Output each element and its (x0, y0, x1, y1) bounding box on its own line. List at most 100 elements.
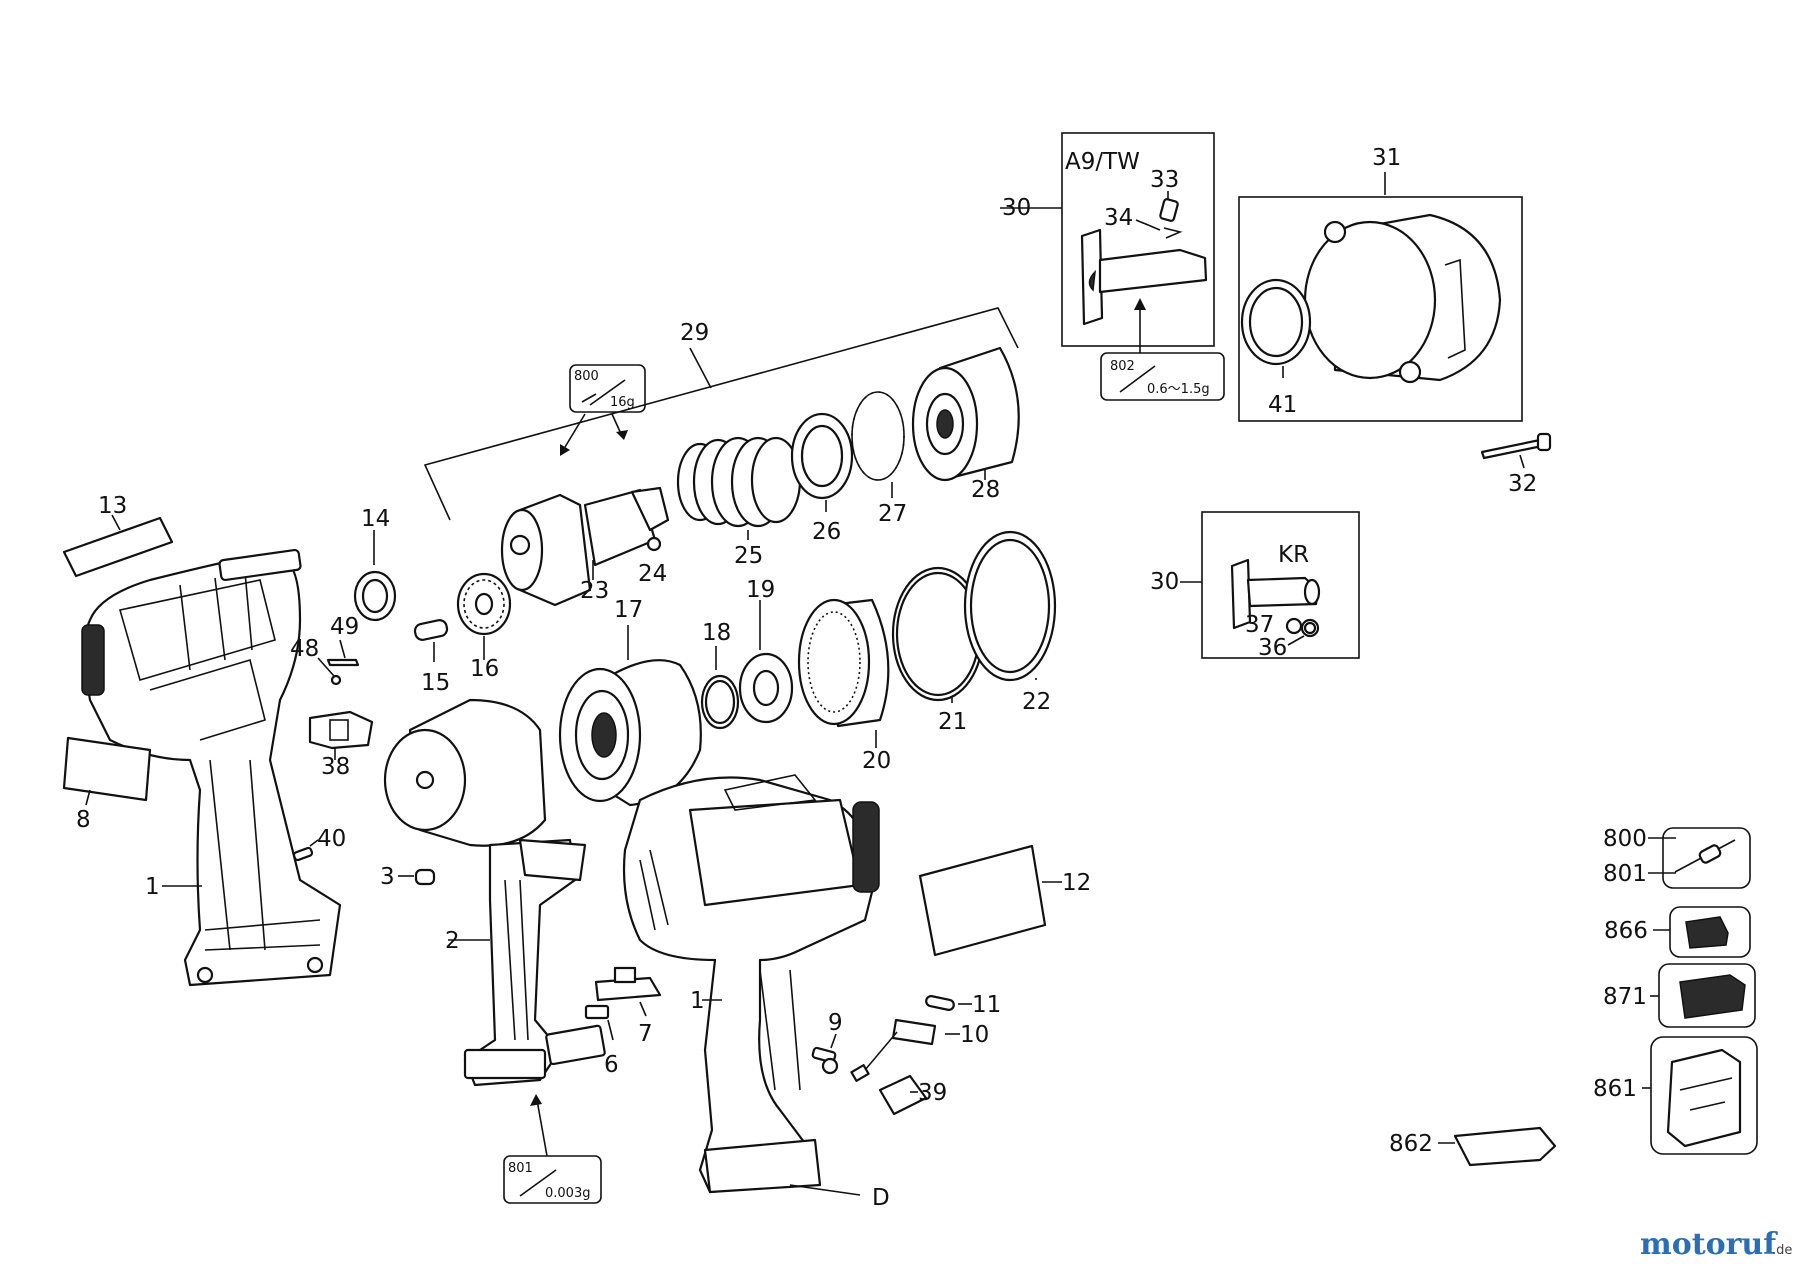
callout-871: 871 (1603, 984, 1647, 1010)
callout-14: 14 (361, 506, 390, 532)
anvil-30-a9tw (1080, 228, 1208, 326)
callout-31: 31 (1372, 145, 1401, 171)
screw-32 (1480, 432, 1552, 460)
callout-3: 3 (380, 864, 395, 890)
gearcase-31 (1303, 213, 1502, 384)
clip-10 (850, 1018, 937, 1082)
callout-1: 1 (145, 874, 160, 900)
spring-25 (676, 436, 802, 528)
callout-39: 39 (918, 1080, 947, 1106)
bracket-29 (423, 307, 1019, 521)
hammer-28 (911, 346, 1020, 482)
ring-gear-20 (797, 598, 890, 728)
callout-30: 30 (1002, 195, 1031, 221)
svg-text:802: 802 (1110, 359, 1135, 374)
grease-tag-802: 802 0.6～1.5g (1100, 352, 1225, 401)
callout-801: 801 (1603, 861, 1647, 887)
svg-text:800: 800 (574, 369, 599, 384)
callout-1-right: 1 (690, 988, 705, 1014)
callout-25: 25 (734, 543, 763, 569)
accessory-grease-box (1662, 827, 1751, 889)
screw-9 (811, 1046, 839, 1075)
callout-9: 9 (828, 1010, 843, 1036)
callout-D: D (872, 1185, 890, 1211)
callout-2: 2 (445, 928, 460, 954)
callout-36: 36 (1258, 635, 1287, 661)
callout-30-kr: 30 (1150, 569, 1179, 595)
label-12 (918, 844, 1047, 957)
callout-10: 10 (960, 1022, 989, 1048)
svg-text:16g: 16g (610, 395, 635, 410)
block-6 (584, 1004, 610, 1020)
callout-33: 33 (1150, 167, 1179, 193)
housing-complete-1 (622, 774, 880, 1194)
grease-tag-800: 800 16g (569, 364, 646, 413)
callout-21: 21 (938, 709, 967, 735)
ball-24 (646, 536, 662, 552)
washer-41 (1240, 278, 1312, 366)
watermark-tld: .de (1772, 1243, 1792, 1258)
callout-866: 866 (1604, 918, 1648, 944)
variant-box-kr (1201, 511, 1360, 659)
accessory-case-861 (1650, 1036, 1758, 1155)
callout-49: 49 (330, 614, 359, 640)
gear-16 (456, 572, 512, 636)
variant-label-kr: KR (1278, 542, 1309, 568)
callout-6: 6 (604, 1052, 619, 1078)
oring-18 (700, 674, 740, 730)
anvil-30-kr (1230, 558, 1321, 630)
oring-36 (1300, 618, 1320, 638)
variant-label-a9tw: A9/TW (1065, 149, 1140, 175)
switch-bracket-7 (594, 966, 662, 1002)
svg-text:0.6～1.5g: 0.6～1.5g (1147, 382, 1210, 397)
callout-41: 41 (1268, 392, 1297, 418)
gasket-22 (963, 530, 1057, 682)
svg-text:0.003g: 0.003g (545, 1186, 590, 1201)
callout-40: 40 (317, 826, 346, 852)
callout-862: 862 (1389, 1131, 1433, 1157)
callout-28: 28 (971, 477, 1000, 503)
watermark-logo: motoruf .de (1640, 1227, 1792, 1262)
callout-12: 12 (1062, 870, 1091, 896)
part-49 (326, 658, 360, 667)
callout-18: 18 (702, 620, 731, 646)
switch-38 (308, 710, 374, 750)
callout-19: 19 (746, 577, 775, 603)
accessory-insert-862 (1453, 1126, 1557, 1167)
label-plate-8 (62, 736, 152, 802)
callout-37: 37 (1245, 612, 1274, 638)
ball-race-27 (851, 391, 905, 481)
callout-26: 26 (812, 519, 841, 545)
part-48 (330, 674, 342, 686)
callout-27: 27 (878, 501, 907, 527)
callout-48: 48 (290, 636, 319, 662)
callout-7: 7 (638, 1021, 653, 1047)
pin-15 (413, 619, 449, 641)
label-39 (878, 1074, 928, 1116)
callout-16: 16 (470, 656, 499, 682)
planet-carrier-17 (558, 659, 702, 807)
variant-box-a9tw (1061, 132, 1215, 347)
accessory-charger-871 (1658, 963, 1756, 1028)
ring-37 (1285, 617, 1303, 635)
washer-14 (353, 570, 397, 622)
callout-38: 38 (321, 754, 350, 780)
gearcase-box (1238, 196, 1523, 422)
housing-half-left (81, 548, 342, 987)
callout-800: 800 (1603, 826, 1647, 852)
pin-3 (414, 868, 436, 886)
callout-29: 29 (680, 320, 709, 346)
callout-15: 15 (421, 670, 450, 696)
spindle-23 (500, 486, 670, 607)
washer-26 (790, 412, 854, 500)
callout-17: 17 (614, 597, 643, 623)
pin-11 (925, 995, 955, 1011)
svg-text:801: 801 (508, 1161, 533, 1176)
watermark-brand: motoruf (1640, 1227, 1778, 1262)
pin-33 (1159, 198, 1179, 222)
callout-13: 13 (98, 493, 127, 519)
pin-40 (292, 846, 314, 862)
callout-861: 861 (1593, 1076, 1637, 1102)
callout-23: 23 (580, 578, 609, 604)
